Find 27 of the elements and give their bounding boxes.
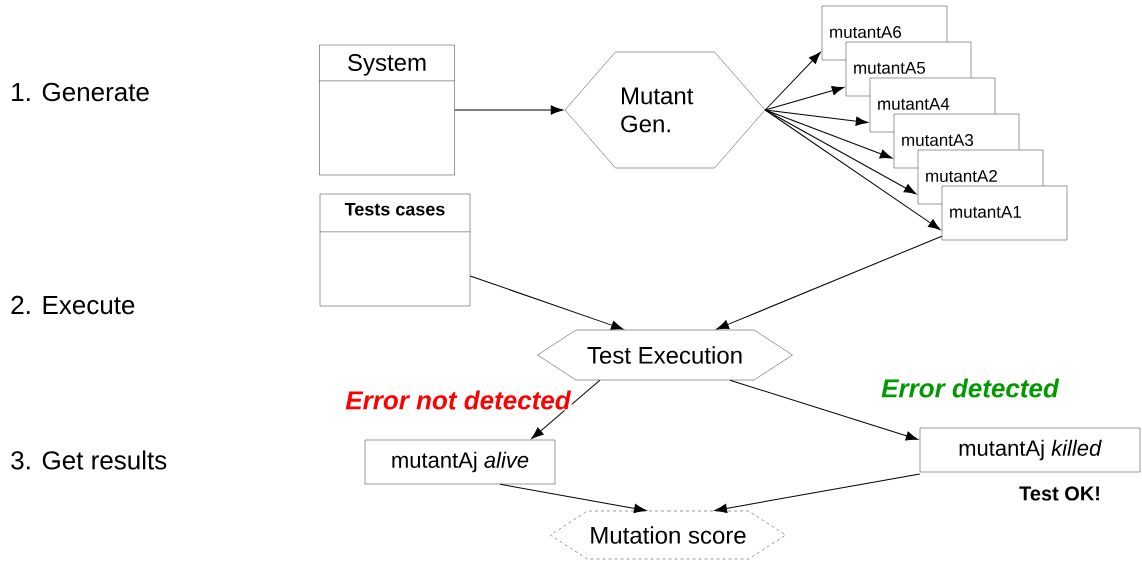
arrow (764, 51, 821, 111)
arrow (764, 109, 917, 195)
arrow (499, 483, 647, 513)
arrow (764, 109, 941, 231)
class-box: System (319, 44, 455, 176)
arrow (469, 275, 624, 330)
document-box: mutantA1 (941, 185, 1068, 241)
hexagon-process: Test Execution (537, 329, 793, 381)
arrow (764, 86, 845, 111)
step-label: 3. Get results (11, 450, 167, 470)
arrow (716, 235, 943, 330)
step-label: 1. Generate (12, 82, 149, 102)
arrow (764, 109, 869, 126)
hexagon-process: Mutation score (550, 510, 786, 560)
class-box: Tests cases (319, 193, 471, 307)
arrow (714, 473, 921, 514)
arrow (454, 105, 564, 115)
result-box: mutantAj killed (919, 427, 1141, 473)
step-label: 2. Execute (11, 295, 135, 315)
hexagon-process: Mutant Gen. (564, 51, 766, 169)
edge-label: Error detected (880, 377, 1060, 399)
arrow (764, 109, 893, 159)
status-note: Test OK! (1019, 486, 1099, 501)
result-box: mutantAj alive (364, 439, 556, 485)
edge-label: Error not detected (344, 389, 572, 411)
arrow (729, 379, 919, 441)
arrow (531, 379, 601, 439)
